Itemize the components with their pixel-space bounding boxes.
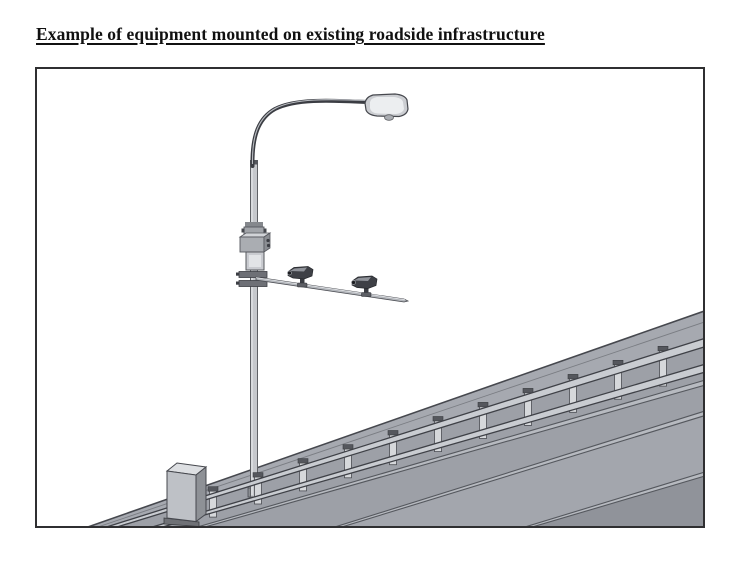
guardrail — [107, 338, 703, 526]
roadside-cabinet — [163, 462, 208, 526]
figure-title: Example of equipment mounted on existing… — [36, 24, 545, 44]
road-embankment — [88, 310, 703, 526]
luminaire — [364, 93, 409, 121]
pole-mounted-equipment — [236, 222, 272, 287]
lamp-arm — [250, 98, 369, 168]
street-light-pole — [236, 93, 410, 498]
roadside-illustration — [88, 93, 703, 526]
guardrail-posts — [207, 345, 669, 518]
photocell — [384, 114, 394, 121]
camera-crossbar — [255, 276, 410, 303]
figure-frame — [35, 67, 705, 528]
